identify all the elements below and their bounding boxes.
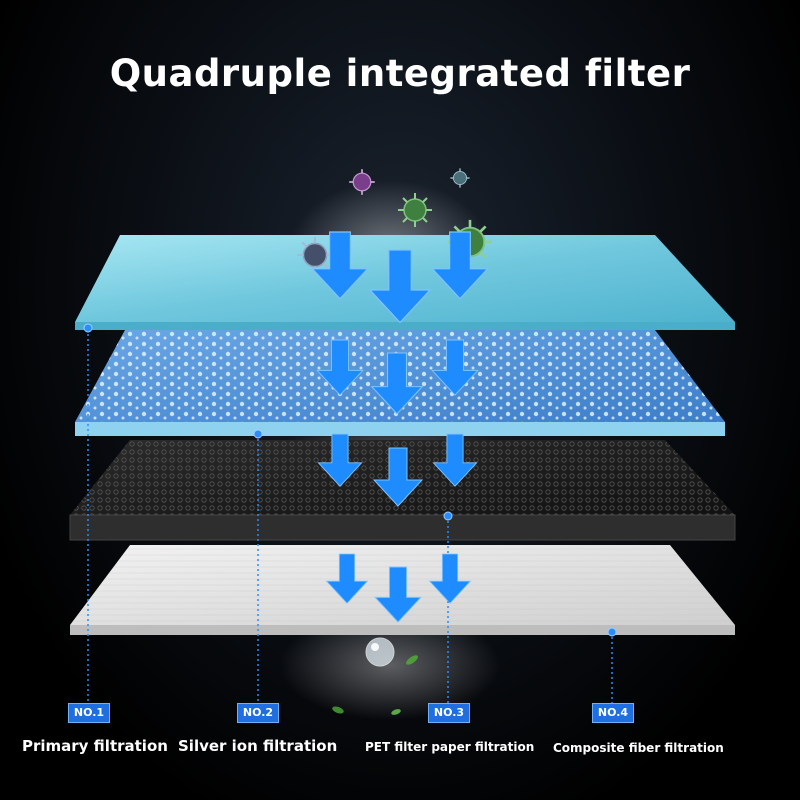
page-title: Quadruple integrated filter	[109, 52, 691, 95]
virus-icon	[450, 168, 470, 188]
leader-lines	[87, 329, 613, 703]
water-droplet-icon	[365, 637, 395, 667]
virus-icon	[397, 192, 433, 228]
layer-3-marker	[443, 511, 453, 521]
layer-3-tag: NO.3	[428, 703, 470, 723]
layer-4-marker	[607, 627, 617, 637]
leaf-icon	[332, 655, 418, 715]
layer-4-tag: NO.4	[592, 703, 634, 723]
layer-1-marker	[83, 323, 93, 333]
layer-2-label: Silver ion filtration	[178, 737, 338, 755]
layer-1-label: Primary filtration	[22, 737, 168, 755]
layer-2-tag: NO.2	[237, 703, 279, 723]
layer-3-label: PET filter paper filtration	[365, 740, 535, 754]
layer-2-marker	[253, 429, 263, 439]
layer-4-label: Composite fiber filtration	[553, 741, 724, 755]
layer-1-tag: NO.1	[68, 703, 110, 723]
virus-icon	[349, 169, 375, 195]
